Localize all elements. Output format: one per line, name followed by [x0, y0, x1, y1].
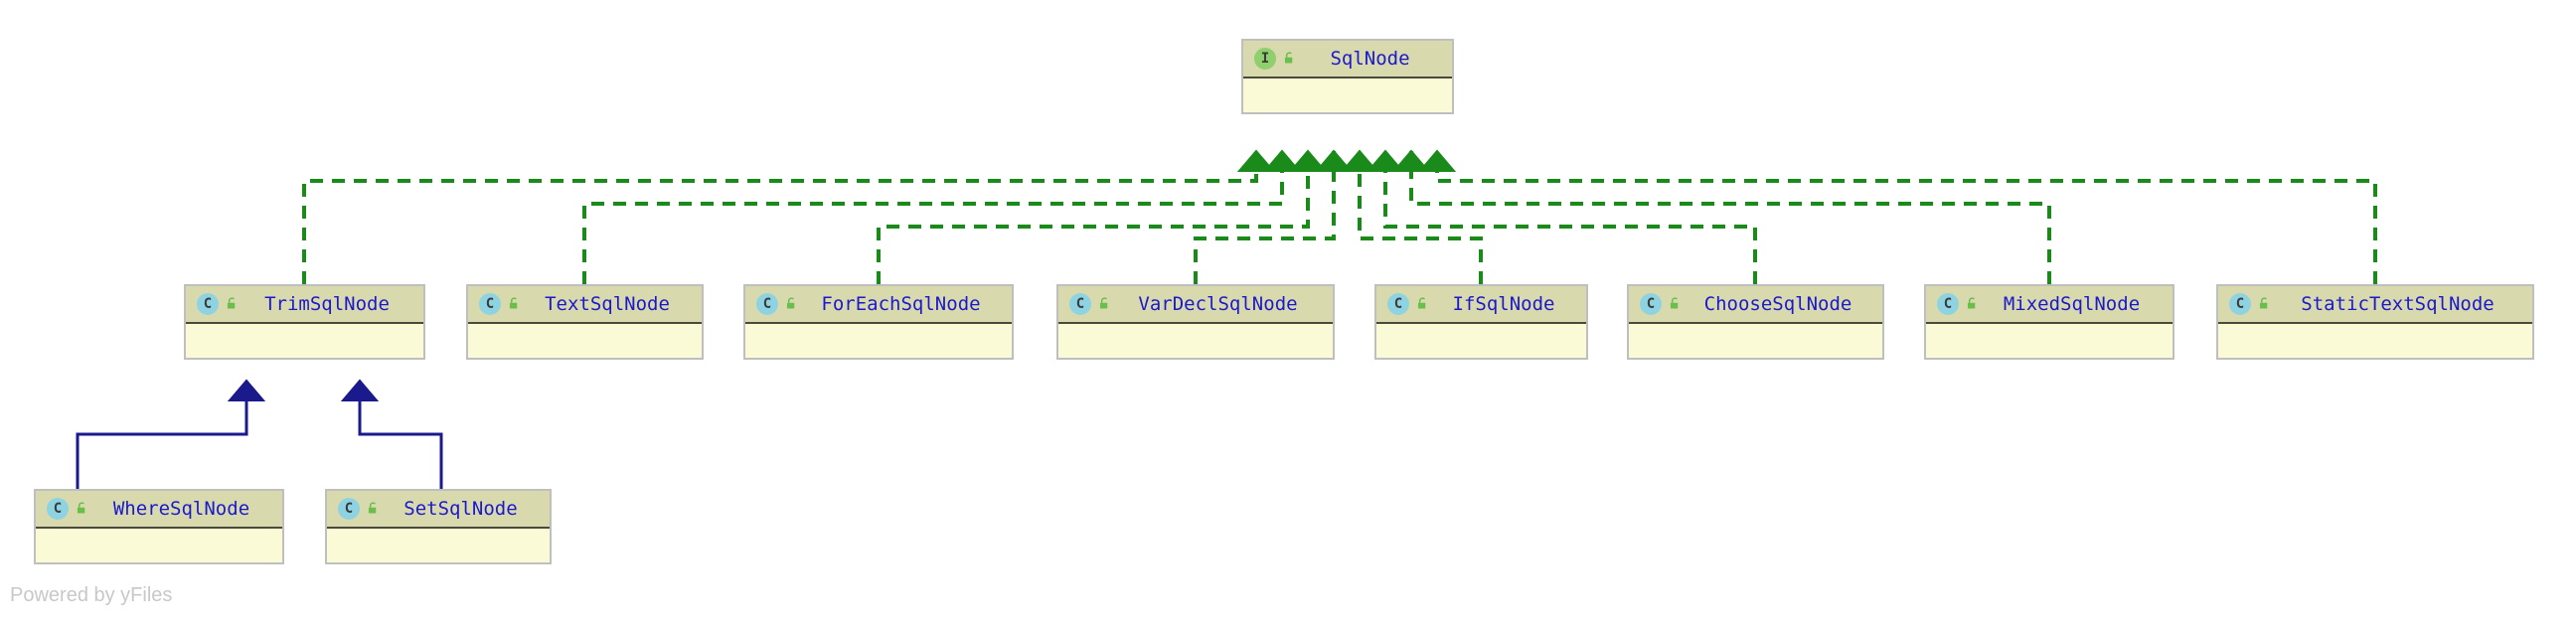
- class-badge-icon: C: [47, 498, 69, 520]
- uml-node-foreachsqlnode[interactable]: C ForEachSqlNode: [743, 284, 1014, 360]
- uml-node-header: C StaticTextSqlNode: [2218, 286, 2532, 324]
- class-badge-icon: C: [338, 498, 360, 520]
- class-badge-icon: C: [1387, 293, 1409, 315]
- arrowhead-realization: [1288, 149, 1328, 172]
- uml-node-sqlnode[interactable]: I SqlNode: [1241, 39, 1454, 114]
- class-badge-icon: C: [479, 293, 501, 315]
- open-padlock-icon: [1099, 297, 1108, 309]
- uml-node-textsqlnode[interactable]: C TextSqlNode: [466, 284, 704, 360]
- uml-node-header: C IfSqlNode: [1376, 286, 1586, 324]
- open-padlock-icon: [227, 297, 236, 309]
- edge-realization-textsqlnode: [582, 151, 1284, 284]
- class-badge-icon: C: [756, 293, 778, 315]
- edge-generalization-wheresqlnode: [76, 381, 248, 489]
- uml-node-name: WhereSqlNode: [112, 498, 250, 520]
- edge-realization-choosesqlnode: [1383, 151, 1757, 284]
- open-padlock-icon: [1284, 52, 1293, 64]
- uml-node-attributes-compartment: [1243, 78, 1452, 112]
- arrowhead-realization: [1262, 149, 1302, 172]
- open-padlock-icon: [1670, 297, 1679, 309]
- edge-realization-foreachsqlnode: [877, 151, 1310, 284]
- open-padlock-icon: [368, 502, 377, 514]
- class-badge-icon: C: [1640, 293, 1662, 315]
- uml-node-name: SqlNode: [1330, 48, 1410, 70]
- uml-node-header: C MixedSqlNode: [1926, 286, 2173, 324]
- open-padlock-icon: [77, 502, 85, 514]
- class-badge-icon: C: [1937, 293, 1959, 315]
- yfiles-watermark: Powered by yFiles: [10, 584, 173, 606]
- arrowhead-realization: [1366, 149, 1405, 172]
- arrowhead-realization: [1236, 149, 1276, 172]
- uml-node-attributes-compartment: [1629, 324, 1882, 358]
- uml-node-name: StaticTextSqlNode: [2301, 293, 2495, 315]
- uml-node-name: MixedSqlNode: [2003, 293, 2141, 315]
- arrowhead-generalization: [227, 379, 266, 401]
- interface-badge-icon: I: [1254, 48, 1276, 70]
- uml-node-attributes-compartment: [1058, 324, 1333, 358]
- uml-node-attributes-compartment: [1376, 324, 1586, 358]
- uml-node-header: C WhereSqlNode: [36, 491, 282, 529]
- uml-node-header: C SetSqlNode: [327, 491, 550, 529]
- class-badge-icon: C: [2229, 293, 2251, 315]
- uml-node-attributes-compartment: [468, 324, 702, 358]
- arrowhead-realization: [1340, 149, 1379, 172]
- edge-realization-vardeclsqlnode: [1194, 151, 1336, 284]
- arrowhead-generalization: [340, 379, 380, 401]
- uml-node-header: C TrimSqlNode: [186, 286, 423, 324]
- open-padlock-icon: [1417, 297, 1426, 309]
- uml-node-header: C VarDeclSqlNode: [1058, 286, 1333, 324]
- uml-node-name: TextSqlNode: [545, 293, 670, 315]
- edge-realization-ifsqlnode: [1358, 151, 1483, 284]
- edge-realization-mixedsqlnode: [1409, 151, 2051, 284]
- uml-node-attributes-compartment: [2218, 324, 2532, 358]
- uml-node-setsqlnode[interactable]: C SetSqlNode: [325, 489, 552, 564]
- class-badge-icon: C: [1069, 293, 1091, 315]
- edge-realization-statictextsqlnode: [1435, 151, 2377, 284]
- uml-node-attributes-compartment: [186, 324, 423, 358]
- uml-node-name: VarDeclSqlNode: [1138, 293, 1298, 315]
- uml-node-attributes-compartment: [745, 324, 1012, 358]
- open-padlock-icon: [1967, 297, 1976, 309]
- uml-node-header: I SqlNode: [1243, 41, 1452, 78]
- open-padlock-icon: [509, 297, 518, 309]
- uml-node-name: ForEachSqlNode: [821, 293, 981, 315]
- uml-node-name: TrimSqlNode: [264, 293, 390, 315]
- class-badge-icon: C: [197, 293, 219, 315]
- uml-node-trimsqlnode[interactable]: C TrimSqlNode: [184, 284, 425, 360]
- open-padlock-icon: [2259, 297, 2268, 309]
- uml-node-ifsqlnode[interactable]: C IfSqlNode: [1374, 284, 1588, 360]
- uml-node-choosesqlnode[interactable]: C ChooseSqlNode: [1627, 284, 1884, 360]
- open-padlock-icon: [786, 297, 795, 309]
- uml-node-name: ChooseSqlNode: [1703, 293, 1852, 315]
- uml-node-header: C ForEachSqlNode: [745, 286, 1012, 324]
- uml-node-header: C ChooseSqlNode: [1629, 286, 1882, 324]
- edge-generalization-setsqlnode: [358, 381, 443, 489]
- arrowhead-realization: [1314, 149, 1354, 172]
- uml-node-statictextsqlnode[interactable]: C StaticTextSqlNode: [2216, 284, 2534, 360]
- uml-node-mixedsqlnode[interactable]: C MixedSqlNode: [1924, 284, 2174, 360]
- uml-node-name: SetSqlNode: [403, 498, 518, 520]
- uml-node-attributes-compartment: [1926, 324, 2173, 358]
- uml-node-header: C TextSqlNode: [468, 286, 702, 324]
- uml-node-name: IfSqlNode: [1452, 293, 1555, 315]
- arrowhead-realization: [1391, 149, 1431, 172]
- uml-node-wheresqlnode[interactable]: C WhereSqlNode: [34, 489, 284, 564]
- edge-realization-trimsqlnode: [302, 151, 1258, 284]
- arrowhead-realization: [1417, 149, 1457, 172]
- uml-node-vardeclsqlnode[interactable]: C VarDeclSqlNode: [1056, 284, 1335, 360]
- uml-node-attributes-compartment: [36, 529, 282, 562]
- uml-node-attributes-compartment: [327, 529, 550, 562]
